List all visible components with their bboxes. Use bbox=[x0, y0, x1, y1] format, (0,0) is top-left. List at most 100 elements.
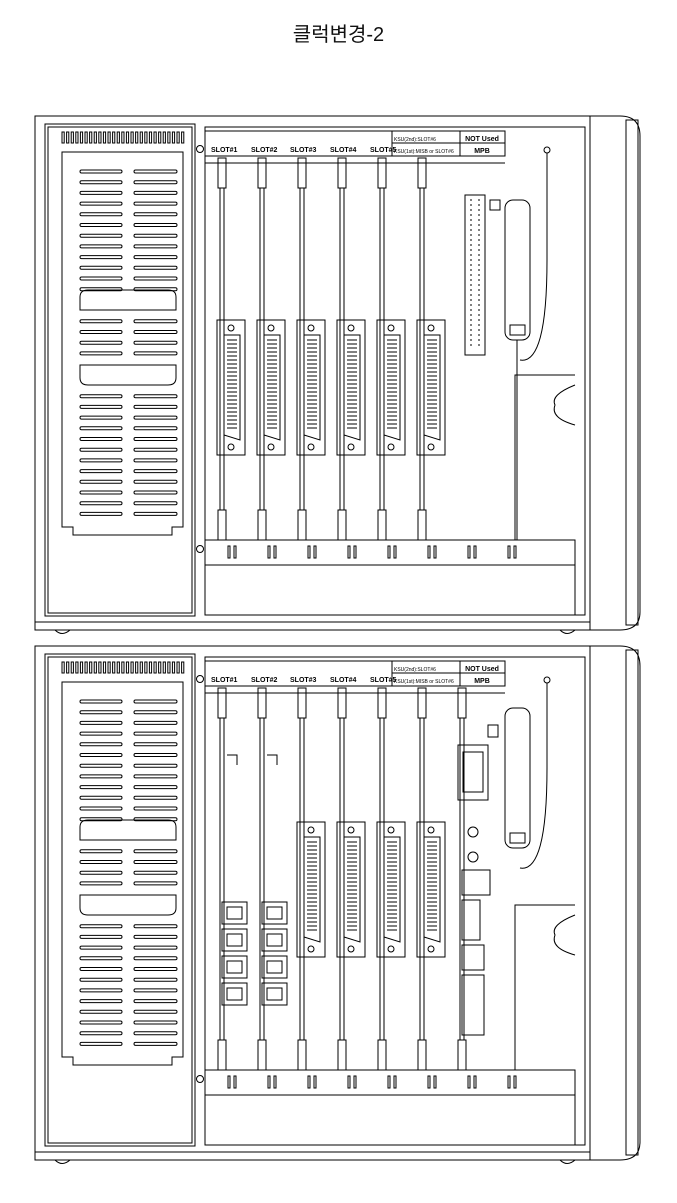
card-cage bbox=[204, 126, 586, 616]
rail-mark bbox=[467, 1075, 471, 1089]
rail-mark bbox=[267, 1075, 271, 1089]
dsub-connector bbox=[296, 319, 326, 456]
vent-slot bbox=[79, 511, 123, 516]
vent-slot bbox=[133, 501, 178, 506]
vent-slot bbox=[79, 447, 123, 452]
front-cover bbox=[44, 653, 196, 1147]
tick-mark bbox=[70, 131, 74, 144]
rail-mark bbox=[393, 1075, 397, 1089]
vent-slot bbox=[79, 967, 123, 971]
vent-slot bbox=[79, 699, 123, 704]
tick-mark bbox=[176, 661, 180, 674]
vent-slot bbox=[133, 1020, 178, 1025]
vent-slot bbox=[79, 720, 123, 725]
tick-mark bbox=[93, 661, 97, 674]
rail-mark bbox=[387, 545, 391, 559]
tick-mark bbox=[181, 131, 185, 144]
handle-lower bbox=[79, 364, 177, 386]
connector-screw bbox=[307, 826, 315, 834]
vent-slot bbox=[133, 255, 178, 260]
vent-slot bbox=[133, 710, 178, 715]
mpb-module bbox=[504, 707, 531, 849]
vent-slot bbox=[79, 806, 123, 811]
screw-icon bbox=[543, 676, 551, 684]
vent-slot bbox=[133, 817, 178, 822]
vent-slot bbox=[133, 426, 178, 431]
vent-slot bbox=[79, 774, 123, 779]
vent-slot bbox=[79, 404, 123, 409]
rail-mark bbox=[233, 545, 237, 559]
card-guide-bottom bbox=[337, 1039, 347, 1071]
foot-right bbox=[559, 1159, 576, 1164]
connector-screw bbox=[427, 826, 435, 834]
vent-slot bbox=[133, 956, 178, 961]
rail-mark bbox=[353, 1075, 357, 1089]
rail-mark bbox=[313, 545, 317, 559]
tick-mark bbox=[125, 131, 130, 144]
tick-mark bbox=[125, 661, 130, 674]
vent-slot bbox=[79, 1041, 123, 1046]
connector-screw bbox=[387, 324, 395, 332]
tick-mark bbox=[89, 661, 93, 674]
rail-mark bbox=[273, 1075, 277, 1089]
tick-mark bbox=[79, 131, 84, 144]
bottom-strip bbox=[204, 564, 576, 616]
vent-slot bbox=[79, 244, 123, 249]
dsub-connector bbox=[376, 319, 406, 456]
vent-slot bbox=[79, 731, 123, 736]
vent-slot bbox=[133, 988, 178, 993]
screw-icon bbox=[196, 545, 204, 553]
slot6-label-bottom: KSU(1st):MISB or SLOT#6 bbox=[394, 149, 454, 155]
tick-mark bbox=[153, 661, 157, 674]
tick-mark bbox=[121, 661, 125, 674]
extra-label-top: NOT Used bbox=[465, 136, 499, 143]
vent-slot bbox=[133, 785, 178, 790]
connector-screw bbox=[307, 945, 315, 953]
tick-mark bbox=[139, 661, 143, 674]
tick-mark bbox=[107, 131, 111, 144]
slot-label: SLOT#3 bbox=[290, 147, 317, 154]
vent-slot bbox=[133, 479, 178, 484]
vent-slot bbox=[79, 763, 123, 768]
vent-slot bbox=[133, 351, 178, 356]
connector-body bbox=[303, 334, 321, 441]
mpb-tip bbox=[509, 324, 526, 336]
rail-mark bbox=[393, 545, 397, 559]
tick-mark bbox=[121, 131, 125, 144]
cabinet-frame bbox=[34, 645, 591, 1161]
rail-mark bbox=[433, 545, 437, 559]
card-guide-top bbox=[337, 687, 347, 719]
vent-slot bbox=[79, 956, 123, 961]
vent-slot bbox=[133, 720, 178, 725]
connector-screw bbox=[387, 443, 395, 451]
extra-label-bottom: MPB bbox=[474, 148, 490, 155]
connector-body bbox=[423, 334, 441, 441]
tick-mark bbox=[116, 131, 120, 144]
vent-slot bbox=[133, 265, 178, 270]
connector-screw bbox=[307, 443, 315, 451]
rj-port bbox=[226, 960, 243, 974]
rail-mark bbox=[307, 1075, 311, 1089]
rj-port bbox=[266, 906, 283, 920]
rail-mark bbox=[347, 545, 351, 559]
tick-mark bbox=[61, 661, 65, 674]
vent-slot bbox=[79, 330, 123, 334]
vent-slot bbox=[79, 180, 123, 185]
card-guide-top bbox=[257, 687, 267, 719]
psu-box bbox=[514, 374, 575, 540]
rail-mark bbox=[347, 1075, 351, 1089]
vent-slot bbox=[133, 233, 178, 238]
rail-mark bbox=[307, 545, 311, 559]
dsub-connector bbox=[416, 319, 446, 456]
card-guide-bottom bbox=[217, 1039, 227, 1071]
slot-label: SLOT#5 bbox=[370, 147, 397, 154]
vent-slot bbox=[79, 169, 123, 174]
rail-mark bbox=[273, 545, 277, 559]
diagram-title: 클럭변경-2 bbox=[292, 24, 385, 46]
vent-slot bbox=[79, 351, 123, 356]
header-block bbox=[464, 194, 486, 356]
rail-mark bbox=[433, 1075, 437, 1089]
tick-mark bbox=[79, 661, 84, 674]
connector-screw bbox=[347, 945, 355, 953]
vent-slot bbox=[79, 415, 123, 420]
